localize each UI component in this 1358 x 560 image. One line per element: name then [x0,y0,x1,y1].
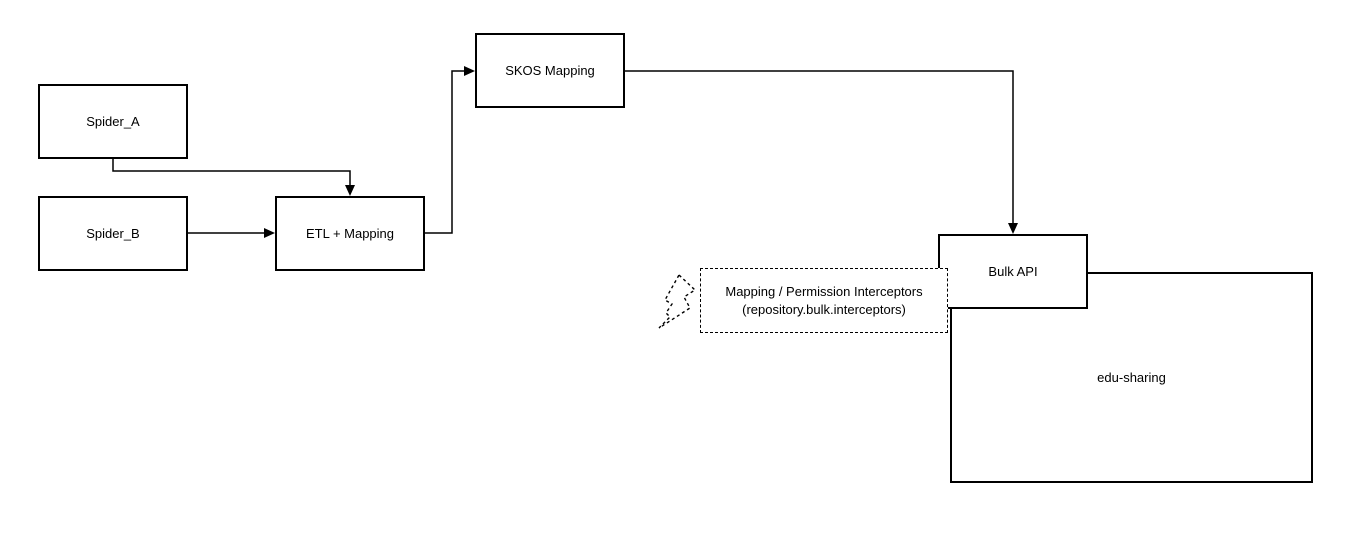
node-etl-mapping: ETL + Mapping [275,196,425,271]
node-bulk-api: Bulk API [938,234,1088,309]
node-spider-b-label: Spider_B [86,225,140,241]
node-interceptors: Mapping / Permission Interceptors (repos… [700,268,948,333]
arrowhead-down-icon [345,185,355,196]
arrowhead-down-icon [1008,223,1018,234]
node-spider-b: Spider_B [38,196,188,271]
node-spider-a: Spider_A [38,84,188,159]
edge-spider-a-to-etl-mapping [112,159,355,196]
edge-skos-mapping-to-bulk-api [625,70,1018,234]
node-interceptors-label-line2: (repository.bulk.interceptors) [742,301,906,317]
arrowhead-right-icon [464,66,475,76]
node-etl-mapping-label: ETL + Mapping [305,225,395,241]
edge-etl-mapping-to-skos-mapping [425,66,475,234]
node-spider-a-label: Spider_A [86,113,140,129]
node-skos-mapping: SKOS Mapping [475,33,625,108]
edge-spider-b-to-etl-mapping [188,228,275,238]
arrowhead-right-icon [264,228,275,238]
lightning-bolt-icon [658,273,697,329]
node-edu-sharing-label: edu-sharing [1097,369,1166,385]
node-interceptors-label-line1: Mapping / Permission Interceptors [725,283,923,299]
node-bulk-api-label: Bulk API [988,263,1038,279]
node-skos-mapping-label: SKOS Mapping [505,62,595,78]
